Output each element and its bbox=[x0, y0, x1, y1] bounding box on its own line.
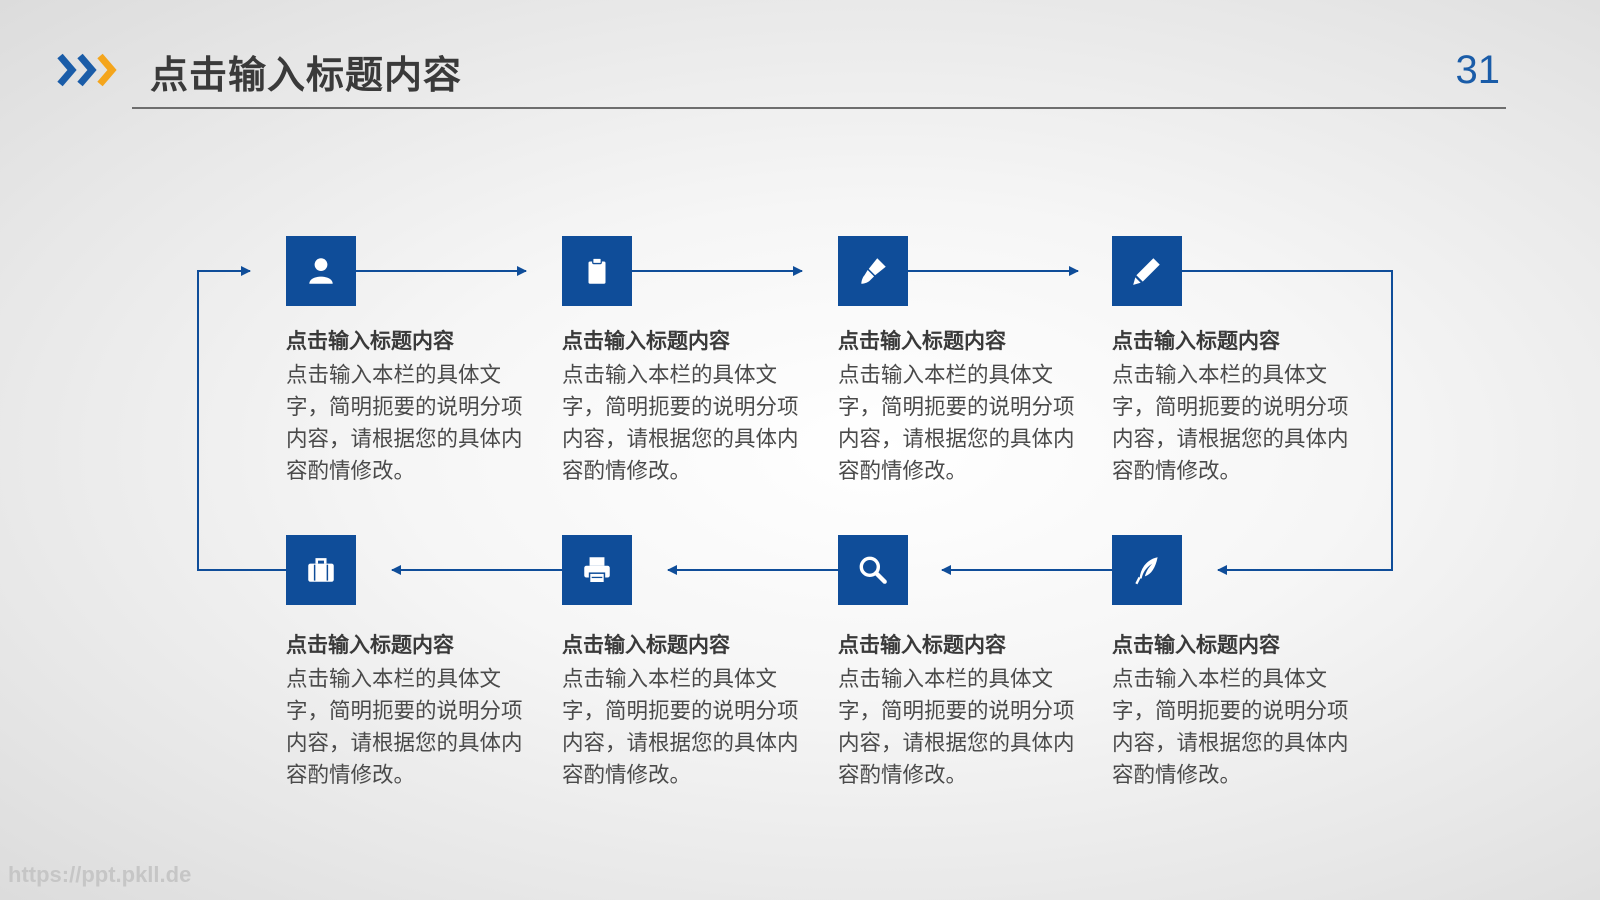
page-title: 点击输入标题内容 bbox=[150, 53, 463, 97]
user-icon bbox=[309, 258, 333, 284]
chevron-arrows-icon bbox=[57, 53, 117, 87]
step-5-card: 点击输入标题内容 点击输入本栏的具体文字，简明扼要的说明分项内容，请根据您的具体… bbox=[1112, 630, 1362, 792]
header-divider bbox=[132, 107, 1506, 109]
step-3-icon-box bbox=[838, 236, 908, 306]
step-5-icon-box bbox=[1112, 535, 1182, 605]
step-4-text: 点击输入本栏的具体文字，简明扼要的说明分项内容，请根据您的具体内容酌情修改。 bbox=[1112, 363, 1349, 484]
step-1-title: 点击输入标题内容 bbox=[286, 329, 454, 353]
step-3-text: 点击输入本栏的具体文字，简明扼要的说明分项内容，请根据您的具体内容酌情修改。 bbox=[838, 363, 1075, 484]
printer-icon bbox=[584, 557, 610, 584]
step-4-card: 点击输入标题内容 点击输入本栏的具体文字，简明扼要的说明分项内容，请根据您的具体… bbox=[1112, 326, 1362, 488]
brush-icon bbox=[861, 258, 886, 284]
step-4-icon-box bbox=[1112, 236, 1182, 306]
step-8-text: 点击输入本栏的具体文字，简明扼要的说明分项内容，请根据您的具体内容酌情修改。 bbox=[286, 667, 523, 788]
step-1-icon-box bbox=[286, 236, 356, 306]
step-2-title: 点击输入标题内容 bbox=[562, 329, 730, 353]
step-6-icon-box bbox=[838, 535, 908, 605]
step-7-title: 点击输入标题内容 bbox=[562, 633, 730, 657]
step-6-text: 点击输入本栏的具体文字，简明扼要的说明分项内容，请根据您的具体内容酌情修改。 bbox=[838, 667, 1075, 788]
step-7-icon-box bbox=[562, 535, 632, 605]
pencil-icon bbox=[1133, 258, 1160, 285]
step-1-text: 点击输入本栏的具体文字，简明扼要的说明分项内容，请根据您的具体内容酌情修改。 bbox=[286, 363, 523, 484]
step-5-title: 点击输入标题内容 bbox=[1112, 633, 1280, 657]
page-number: 31 bbox=[1455, 48, 1501, 92]
connector-arrow-4-5 bbox=[1182, 270, 1393, 575]
search-icon bbox=[859, 556, 887, 584]
step-4-title: 点击输入标题内容 bbox=[1112, 329, 1280, 353]
step-5-text: 点击输入本栏的具体文字，简明扼要的说明分项内容，请根据您的具体内容酌情修改。 bbox=[1112, 667, 1349, 788]
step-8-icon-box bbox=[286, 535, 356, 605]
watermark-url: https://ppt.pkll.de bbox=[8, 862, 192, 887]
quill-icon bbox=[1135, 557, 1158, 585]
step-7-card: 点击输入标题内容 点击输入本栏的具体文字，简明扼要的说明分项内容，请根据您的具体… bbox=[562, 630, 812, 792]
connector-arrow-8-1 bbox=[197, 266, 286, 571]
step-6-card: 点击输入标题内容 点击输入本栏的具体文字，简明扼要的说明分项内容，请根据您的具体… bbox=[838, 630, 1088, 792]
step-2-card: 点击输入标题内容 点击输入本栏的具体文字，简明扼要的说明分项内容，请根据您的具体… bbox=[562, 326, 812, 488]
step-1-card: 点击输入标题内容 点击输入本栏的具体文字，简明扼要的说明分项内容，请根据您的具体… bbox=[286, 326, 536, 488]
step-7-text: 点击输入本栏的具体文字，简明扼要的说明分项内容，请根据您的具体内容酌情修改。 bbox=[562, 667, 799, 788]
step-2-icon-box bbox=[562, 236, 632, 306]
briefcase-icon bbox=[308, 558, 334, 582]
step-6-title: 点击输入标题内容 bbox=[838, 633, 1006, 657]
clipboard-icon bbox=[588, 257, 606, 284]
step-8-card: 点击输入标题内容 点击输入本栏的具体文字，简明扼要的说明分项内容，请根据您的具体… bbox=[286, 630, 536, 792]
step-3-card: 点击输入标题内容 点击输入本栏的具体文字，简明扼要的说明分项内容，请根据您的具体… bbox=[838, 326, 1088, 488]
step-8-title: 点击输入标题内容 bbox=[286, 633, 454, 657]
step-2-text: 点击输入本栏的具体文字，简明扼要的说明分项内容，请根据您的具体内容酌情修改。 bbox=[562, 363, 799, 484]
step-3-title: 点击输入标题内容 bbox=[838, 329, 1006, 353]
